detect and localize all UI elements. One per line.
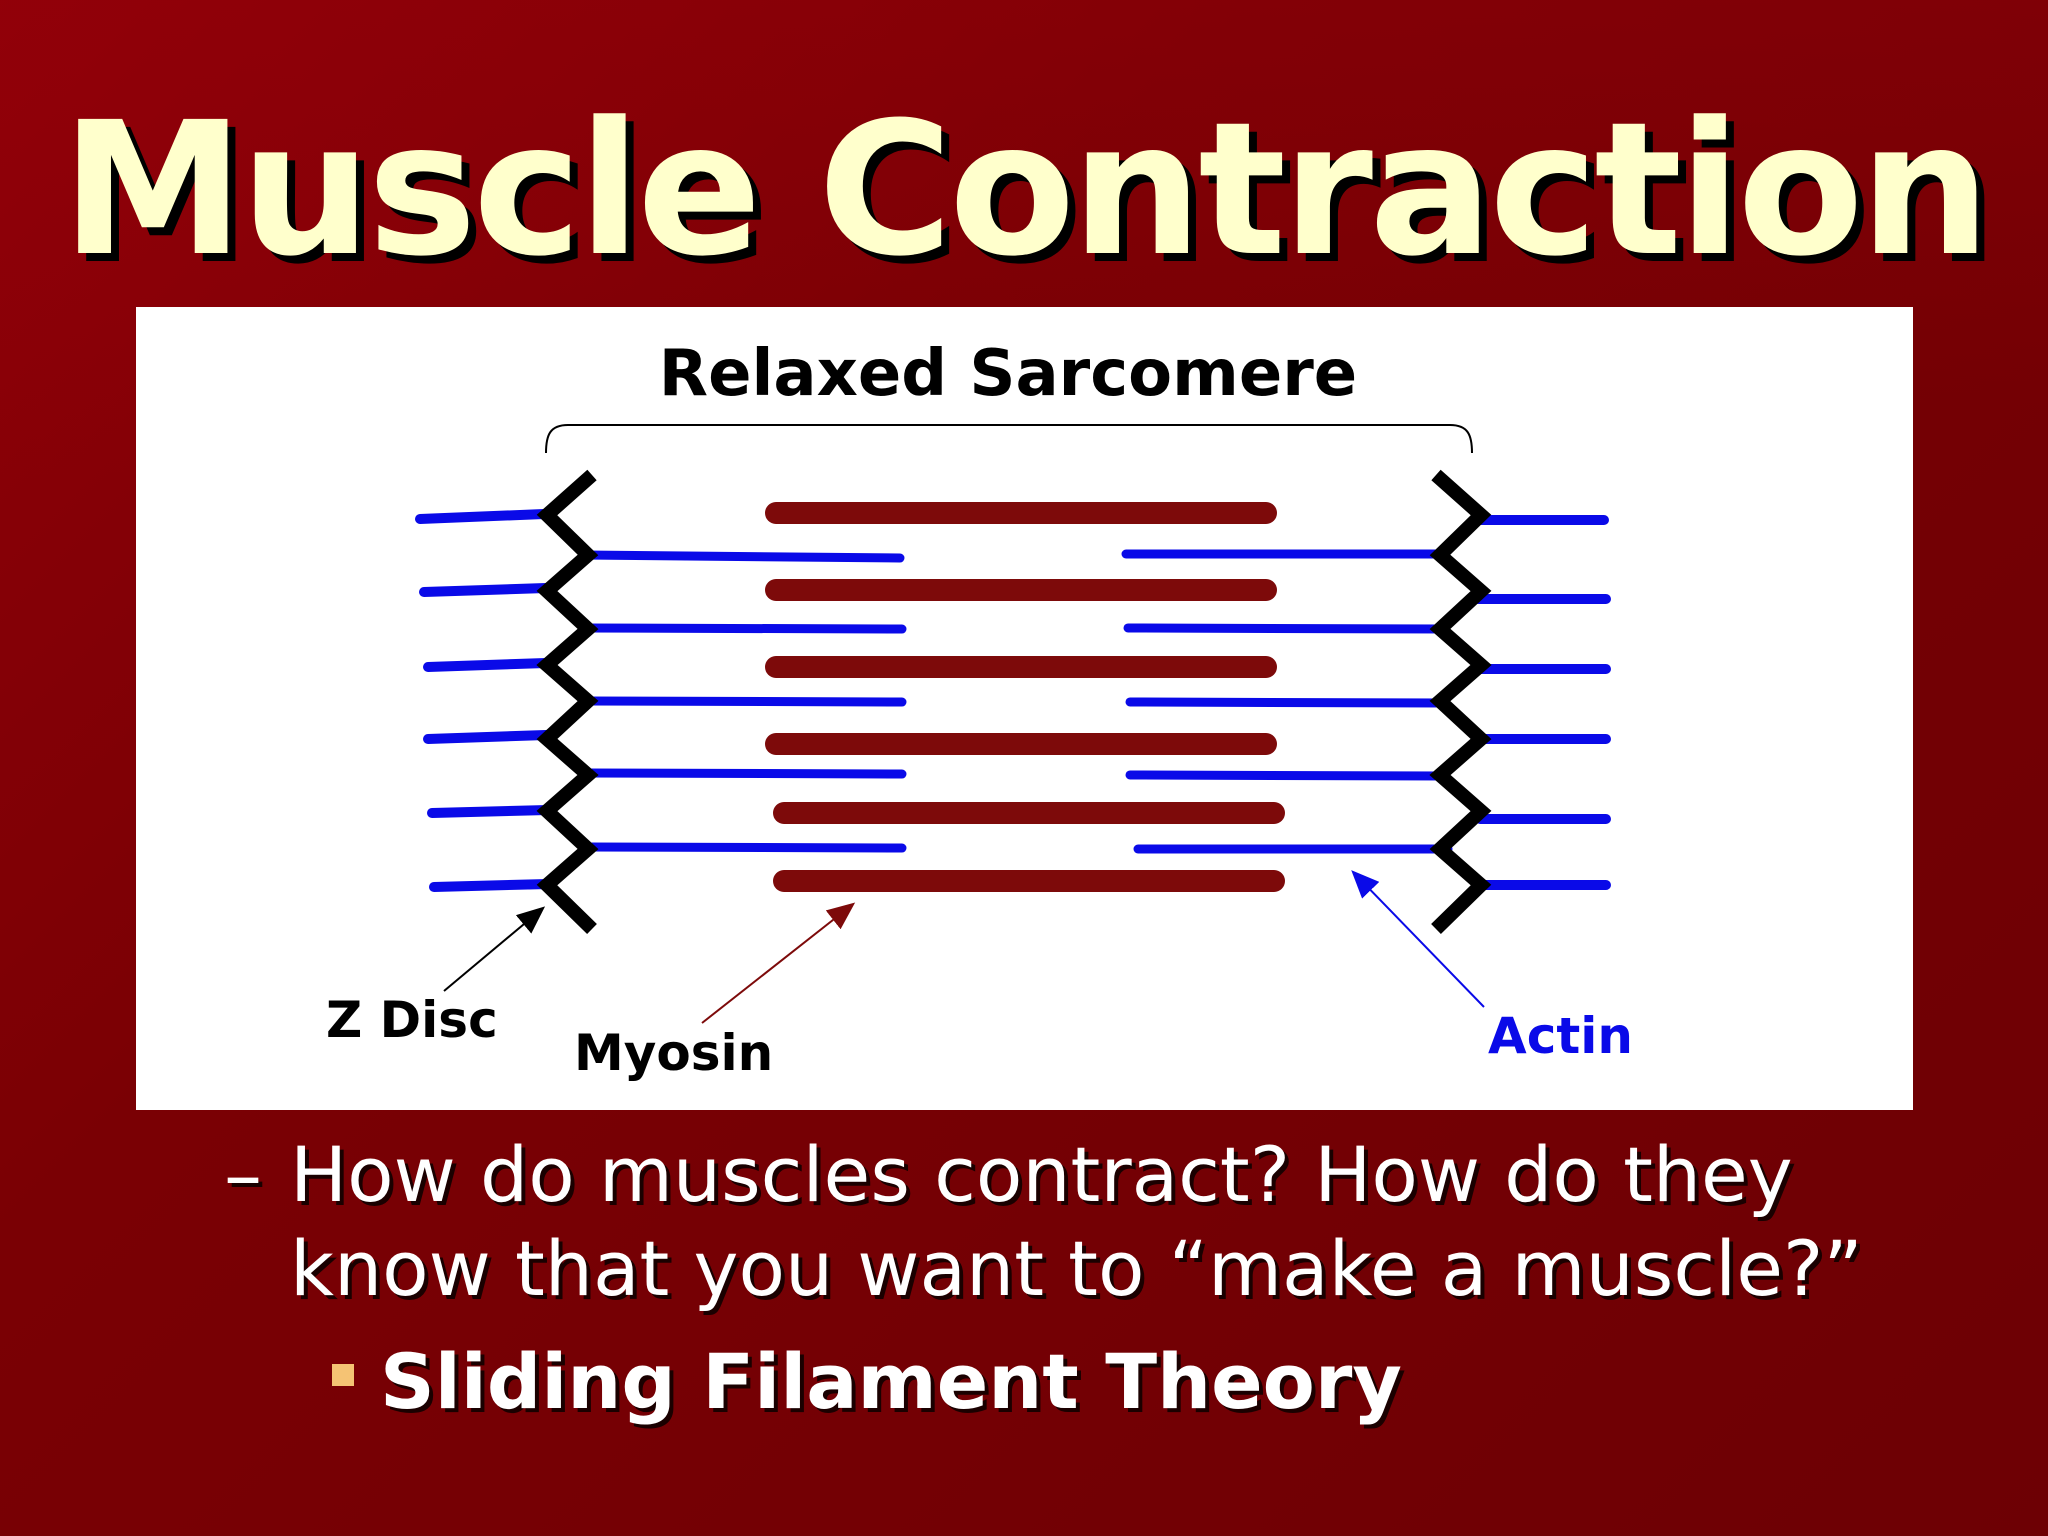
z-disc-label: Z Disc	[326, 991, 498, 1049]
z-disc-right	[1429, 469, 1492, 935]
myosin-filaments	[765, 502, 1285, 892]
sarcomere-svg: Relaxed Sarcomere Z Disc Myosin Actin	[326, 337, 1633, 1082]
actin-filament	[419, 583, 551, 597]
square-bullet-icon	[332, 1364, 354, 1386]
actin-filament	[427, 805, 553, 818]
actin-filament	[1123, 623, 1449, 634]
bullet-question: – How do muscles contract? How do they k…	[224, 1128, 1924, 1316]
actin-filament	[423, 730, 551, 744]
myosin-pointer	[701, 902, 856, 1024]
actin-filament	[579, 623, 907, 634]
actin-filament	[415, 509, 549, 524]
myosin-label: Myosin	[574, 1024, 773, 1082]
diagram-heading: Relaxed Sarcomere	[659, 337, 1357, 411]
actin-filament	[579, 550, 905, 563]
actin-label: Actin	[1488, 1007, 1633, 1065]
bullet-question-text: How do muscles contract? How do they kno…	[290, 1130, 1863, 1313]
actin-filament	[1125, 770, 1451, 781]
sarcomere-diagram: Relaxed Sarcomere Z Disc Myosin Actin	[136, 307, 1913, 1110]
z-disc-pointer	[443, 906, 546, 992]
actin-filaments	[415, 509, 1611, 892]
actin-filament	[429, 879, 553, 892]
z-disc-left	[536, 469, 599, 935]
bullet-dash: –	[224, 1130, 262, 1219]
sarcomere-brace	[545, 424, 1473, 454]
actin-filament	[581, 768, 907, 779]
bullet-theory: Sliding Filament Theory	[332, 1334, 1402, 1430]
actin-filament	[583, 842, 907, 853]
actin-filament	[1125, 697, 1451, 708]
actin-filament	[581, 696, 907, 707]
actin-pointer	[1351, 870, 1485, 1008]
bullet-theory-text: Sliding Filament Theory	[380, 1337, 1402, 1426]
slide-title: Muscle Contraction	[61, 83, 1990, 297]
actin-filament	[423, 658, 551, 672]
